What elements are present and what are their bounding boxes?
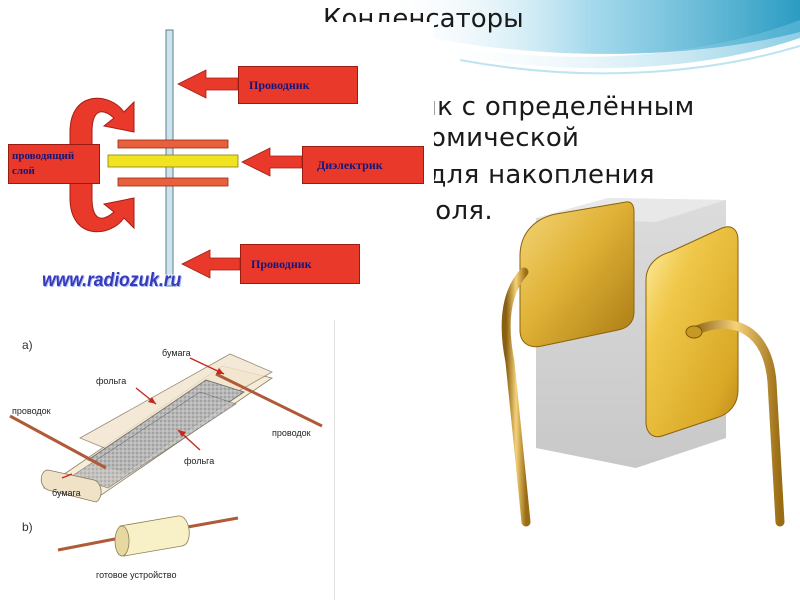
label-wire-right: проводок [272,428,311,438]
background-swoosh [380,0,800,54]
label-conductive-layer: проводящий слой [8,144,100,184]
dielectric-layer [107,154,239,168]
arrow-head-icon [178,430,186,437]
plate-capacitor-illustration [501,198,785,527]
part-b-label: b) [22,520,33,534]
capacitor-end-cap [114,525,130,557]
arrow-left-icon [241,147,303,177]
body-line-1: сник с определённым [388,92,695,122]
label-finished-device: готовое устройство [96,570,177,580]
capacitor-structure-diagram: Проводник проводящий слой Диэлектрик Про… [0,22,434,312]
label-paper-bottom: бумага [52,488,81,498]
lead-wire [501,267,531,527]
pointer-arrow [61,473,73,479]
arrow-head-icon [148,397,156,404]
paper-roll [40,469,102,503]
top-plate [117,139,229,149]
lead-wire [687,319,785,527]
background-swoosh [420,20,800,69]
lead-wire [215,372,323,428]
watermark: www.radiozuk.ru [42,270,182,291]
label-foil-bottom: фольга [184,456,215,466]
arrow-left-icon [177,69,239,99]
capacitor-structure-drawing [69,29,303,287]
lead-wire [9,414,107,470]
label-wire-left: проводок [12,406,51,416]
label-conductor-bottom: Проводник [240,244,360,284]
label-conductor-top: Проводник [238,66,358,104]
background-swoosh [459,45,800,75]
wire-joint [685,325,703,339]
label-dielectric: Диэлектрик [302,146,424,184]
paper-capacitor-diagram: a) b) бумага фольга проводок проводок фо… [0,320,335,600]
arrow-head-icon [216,368,224,374]
back-plate [519,201,635,348]
part-a-label: a) [22,338,33,352]
curved-arrow-icon [69,97,135,233]
arrow-left-icon [181,249,241,279]
bottom-plate [117,177,229,187]
lead-wire [181,516,239,530]
finished-capacitor [119,515,190,557]
label-paper-top: бумага [162,348,191,358]
paper-capacitor-drawing [9,353,323,557]
lead-wire [57,536,121,552]
label-foil-top: фольга [96,376,127,386]
